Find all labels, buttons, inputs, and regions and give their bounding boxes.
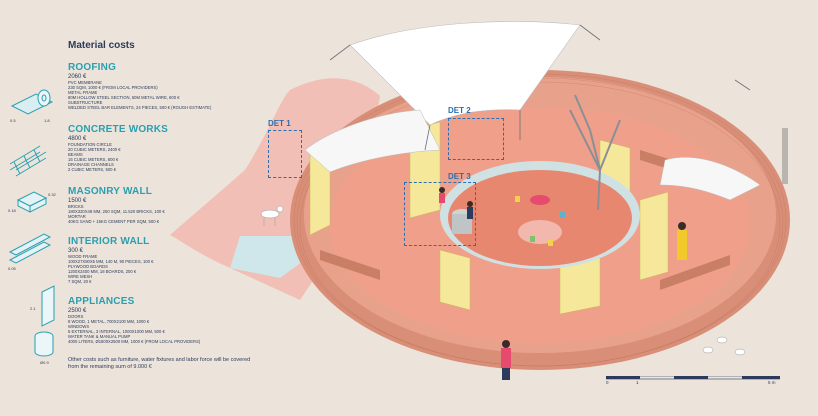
chimney xyxy=(782,128,788,184)
brick-icon xyxy=(16,191,48,213)
item-detail: 180x320x48 mm, 250 sqm, 11.520 bricks, 1… xyxy=(68,209,165,214)
door-icon xyxy=(41,285,55,327)
item-detail: welded steel bar elements, 24 pieces, 50… xyxy=(68,105,212,110)
item-detail: 230 sqm, 1000 € (from local providers) xyxy=(68,85,158,90)
item-label: BRICKS xyxy=(68,204,84,209)
membrane-roll-icon xyxy=(10,89,54,115)
brick-dim-b: 0.32 xyxy=(48,192,57,197)
detail-box-3 xyxy=(404,182,476,246)
roof-dim-a: 0.5 xyxy=(10,118,16,123)
item-label: METAL FRAME xyxy=(68,90,98,95)
person-child-blue xyxy=(467,201,473,219)
scale-label-0: 0 xyxy=(606,380,609,385)
scale-label-1: 1 xyxy=(636,380,639,385)
person-child-pink xyxy=(439,187,445,203)
detail-label-3: DET 3 xyxy=(448,172,471,181)
section-heading: ROOFING xyxy=(68,62,117,73)
item-detail: 1200x2400 mm, 18 boards, 200 € xyxy=(68,269,137,274)
chickens xyxy=(702,336,746,356)
table-and-chairs xyxy=(515,195,565,246)
scale-label-5m: 5 m xyxy=(768,380,776,385)
item-label: BEAMS xyxy=(68,152,83,157)
item-label: DOORS xyxy=(68,314,84,319)
item-label: WINDOWS xyxy=(68,324,90,329)
section-heading: APPLIANCES xyxy=(68,296,135,307)
section-interior-wall: INTERIOR WALL 300 € WOOD FRAME 100x27x80… xyxy=(68,236,153,284)
tree xyxy=(569,94,621,211)
material-icons: 0.5 1.8 0.18 0.32 0.05 2.1 Ø0.9 xyxy=(8,89,57,365)
item-detail: 15 cubic meters, 800 € xyxy=(68,157,119,162)
scale-bar xyxy=(606,376,780,380)
section-heading: MASONRY WALL xyxy=(68,186,153,197)
roof-membrane-west xyxy=(304,109,441,173)
item-detail: 5 external, 3 internal, 1000x1000 mm, 50… xyxy=(68,329,165,334)
detail-box-2 xyxy=(448,118,504,160)
item-label: SUBSTRUCTURE xyxy=(68,100,103,105)
section-heading: INTERIOR WALL xyxy=(68,236,150,247)
section-appliances: APPLIANCES 2500 € DOORS 8 wood, 1 metal,… xyxy=(68,296,200,344)
detail-label-1: DET 1 xyxy=(268,119,291,128)
tank-dim: Ø0.9 xyxy=(40,360,49,365)
section-total: 300 € xyxy=(68,248,84,254)
water-channel xyxy=(230,236,310,278)
detail-label-2: DET 2 xyxy=(448,106,471,115)
roof-membrane-east xyxy=(659,157,761,201)
item-label: WIRE MESH xyxy=(68,274,93,279)
person-woman-yellow xyxy=(677,222,687,260)
item-detail: 7 sqm, 20 € xyxy=(68,279,92,284)
person-adult-foreground xyxy=(501,340,511,380)
item-detail: 20 cubic meters, 2400 € xyxy=(68,147,121,152)
section-concrete-works: CONCRETE WORKS 4800 € FOUNDATION CIRCLE … xyxy=(68,124,168,172)
item-detail: 80m hollow steel section, 50m metal wire… xyxy=(68,95,180,100)
detail-box-1 xyxy=(268,130,302,178)
item-label: WATER TANK & MANUAL PUMP xyxy=(68,334,131,339)
roof-membrane-north xyxy=(349,21,581,126)
door-dim: 2.1 xyxy=(30,306,36,311)
item-label: WOOD FRAME xyxy=(68,254,98,259)
item-label: PVC MEMBRANE xyxy=(68,80,102,85)
item-detail: 4000 liters, Ø1800x2500 mm, 1000 € (from… xyxy=(68,339,201,344)
item-detail: 100x27x80x5 mm, 140 m, 90 pieces, 100 € xyxy=(68,259,154,264)
legend-title: Material costs xyxy=(68,40,135,51)
play-area xyxy=(518,220,562,244)
wood-dim: 0.05 xyxy=(8,266,17,271)
courtyard-floor xyxy=(448,170,632,266)
section-heading: CONCRETE WORKS xyxy=(68,124,169,135)
goat xyxy=(260,205,284,226)
material-costs-panel: Material costs ROOFING 2060 € PVC MEMBRA… xyxy=(0,0,250,416)
remaining-costs-note: Other costs such as furniture, water fix… xyxy=(68,357,251,370)
roof-dim-b: 1.8 xyxy=(44,118,50,123)
wood-plank-icon xyxy=(8,233,52,264)
item-label: DRAINAGE CHANNELS xyxy=(68,162,114,167)
section-roofing: ROOFING 2060 € PVC MEMBRANE 230 sqm, 100… xyxy=(68,62,211,110)
section-total: 4800 € xyxy=(68,136,87,142)
item-label: MORTAR xyxy=(68,214,86,219)
rebar-cage-icon xyxy=(9,145,47,177)
item-detail: 8 wood, 1 metal, 700x2100 mm, 1000 € xyxy=(68,319,150,324)
water-tank-icon xyxy=(34,331,54,357)
section-total: 2500 € xyxy=(68,308,87,314)
item-label: FOUNDATION CIRCLE xyxy=(68,142,112,147)
brick-dim-a: 0.18 xyxy=(8,208,17,213)
section-total: 2060 € xyxy=(68,74,87,80)
item-detail: 2 cubic meters, 500 € xyxy=(68,167,116,172)
roof-frame xyxy=(329,24,751,151)
section-masonry-wall: MASONRY WALL 1500 € BRICKS 180x320x48 mm… xyxy=(68,186,165,224)
section-total: 1500 € xyxy=(68,198,87,204)
item-label: PLYWOOD BOARDS xyxy=(68,264,108,269)
